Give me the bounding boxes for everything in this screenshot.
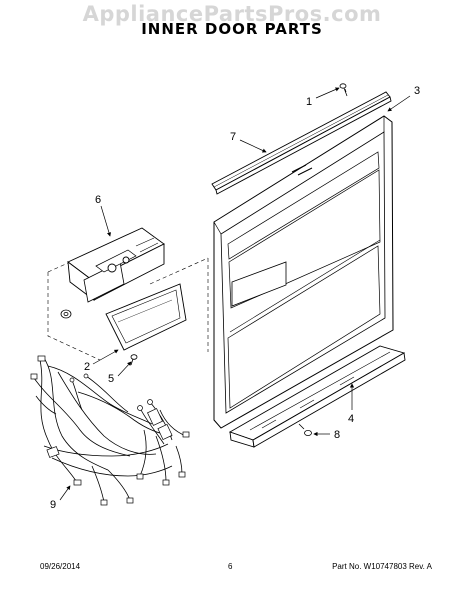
part-screw-small[interactable]: [130, 354, 138, 366]
callout-2: 2: [84, 361, 90, 373]
watermark: AppliancePartsPros.com: [82, 2, 382, 26]
callout-1: 1: [306, 96, 312, 108]
harness-connectors: [30, 355, 190, 506]
part-control-housing[interactable]: [67, 227, 165, 303]
callout-7: 7: [230, 131, 236, 143]
callout-3: 3: [414, 85, 420, 97]
footer-part-number: Part No. W10747803 Rev. A: [332, 562, 432, 571]
callout-4: 4: [348, 413, 354, 425]
callout-8: 8: [334, 429, 340, 441]
part-knob[interactable]: [60, 309, 72, 319]
part-screw-bottom[interactable]: [298, 423, 312, 436]
part-gasket[interactable]: [105, 283, 187, 351]
callout-6: 6: [95, 194, 101, 206]
part-inner-door-panel[interactable]: [213, 115, 394, 429]
part-bottom-bracket[interactable]: [228, 345, 406, 448]
part-screw-top[interactable]: [339, 83, 348, 97]
callout-5: 5: [108, 373, 114, 385]
leader-lines: [59, 87, 411, 501]
footer-page-number: 6: [228, 562, 233, 571]
callout-9: 9: [50, 499, 56, 511]
page-title: INNER DOOR PARTS: [141, 20, 323, 38]
part-top-rail[interactable]: [211, 91, 392, 195]
footer-date: 09/26/2014: [40, 562, 81, 571]
